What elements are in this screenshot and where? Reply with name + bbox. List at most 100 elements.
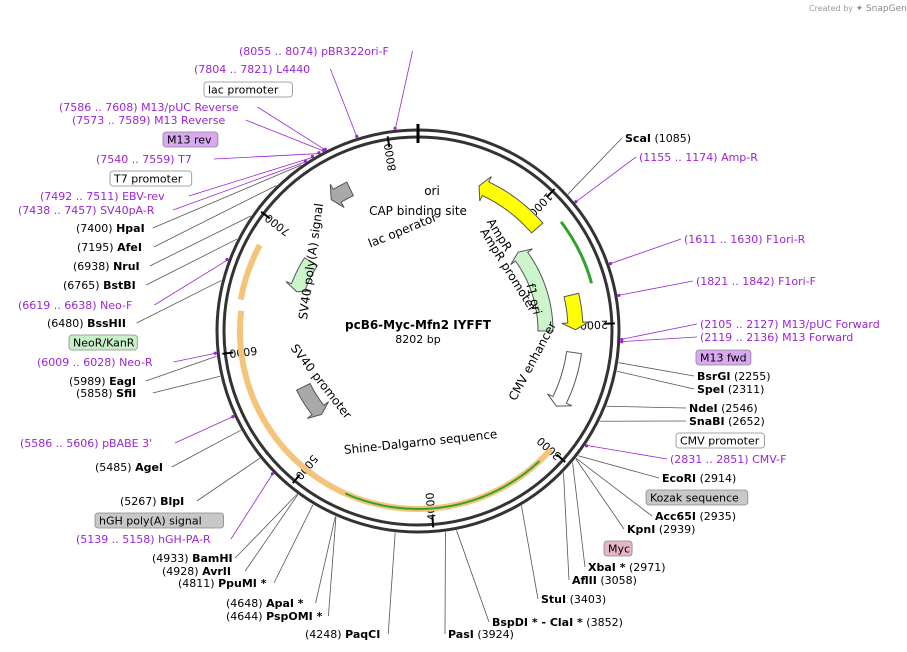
inner-label-shine-dalgarno-sequence: Shine-Dalgarno sequence xyxy=(343,427,498,457)
site-leader-xbai xyxy=(572,462,586,568)
mfn2-cds-arrow xyxy=(344,460,541,510)
site-leader-bsrgi xyxy=(618,362,695,377)
site-label-ecori: EcoRI (2914) xyxy=(662,472,736,485)
primer-label-cmv-f: (2831 .. 2851) CMV-F xyxy=(670,453,786,466)
feature-box-neor-kanr xyxy=(68,334,138,351)
feature-box-label-lac-promoter: lac promoter xyxy=(208,84,279,97)
primer-leader-m13-reverse xyxy=(245,119,325,152)
site-label-ppumi: (4811) PpuMI * xyxy=(178,577,267,590)
site-leader-bamhi xyxy=(234,493,298,559)
site-leader-avrii xyxy=(244,494,299,572)
tick-mark-8000 xyxy=(386,136,391,148)
snapgene-logo: ✦ SnapGene xyxy=(856,4,907,14)
primer-site-ebv-rev xyxy=(310,154,315,159)
site-label-sfii: (5858) SfiI xyxy=(76,387,136,400)
feature-box-m13-rev xyxy=(162,131,219,148)
site-leader-spei xyxy=(616,370,695,390)
site-label-eagi: (5989) EagI xyxy=(69,375,136,388)
primer-site-cmv-f xyxy=(585,444,589,448)
primer-site-neo-r xyxy=(213,351,217,355)
tick-mark-5000 xyxy=(292,473,301,484)
primer-leader-neo-r xyxy=(173,352,217,363)
site-leader-acc65i xyxy=(575,457,653,517)
tick-mark-3000 xyxy=(556,453,566,463)
site-label-kpni: KpnI (2939) xyxy=(627,523,695,536)
site-label-snabi: SnaBI (2652) xyxy=(689,415,765,428)
site-label-aflii: AflII (3058) xyxy=(572,574,637,587)
site-label-bsrgi: BsrGI (2255) xyxy=(697,370,771,383)
f1-ori-feature xyxy=(561,292,590,331)
tick-label-2000: 2000 xyxy=(580,318,608,332)
primer-label-sv40pa-r: (7438 .. 7457) SV40pA-R xyxy=(18,204,155,217)
neokan-orf-arc xyxy=(237,243,263,301)
site-label-bspdi-clai: BspDI * - ClaI * (3852) xyxy=(492,616,623,629)
primer-site-pbabe-3 xyxy=(231,415,235,419)
site-leader-bspdi-clai xyxy=(456,530,490,623)
site-label-stui: StuI (3403) xyxy=(541,593,606,606)
inner-label-cap-binding-site: CAP binding site xyxy=(369,204,467,218)
primer-label-ebv-rev: (7492 .. 7511) EBV-rev xyxy=(40,190,165,203)
primer-site-neo-f xyxy=(225,257,229,262)
primer-leader-cmv-f xyxy=(585,444,668,460)
primer-site-m13-puc-reverse xyxy=(323,147,327,151)
tick-mark-6000 xyxy=(222,351,234,355)
primer-label-pbr322ori-f: (8055 .. 8074) pBR322ori-F xyxy=(239,45,389,58)
site-leader-afei xyxy=(153,185,277,248)
site-label-afei: (7195) AfeI xyxy=(77,241,142,254)
site-label-bamhi: (4933) BamHI xyxy=(152,552,233,565)
site-leader-bsshii xyxy=(136,280,222,324)
ampr-feature xyxy=(510,248,554,332)
site-leader-aflii xyxy=(563,472,570,581)
site-leader-stui xyxy=(521,505,539,600)
site-label-pasi: PasI (3924) xyxy=(448,628,514,641)
site-label-apai: (4648) ApaI * xyxy=(226,597,304,610)
primer-label-neo-r: (6009 .. 6028) Neo-R xyxy=(37,356,153,369)
primer-label-pbabe-3: (5586 .. 5606) pBABE 3' xyxy=(20,437,152,450)
primer-label-f1ori-r: (1611 .. 1630) F1ori-R xyxy=(684,233,806,246)
primer-leader-l4440 xyxy=(330,68,358,138)
site-leader-nrui xyxy=(149,215,251,267)
ori-feature xyxy=(478,176,544,234)
site-label-blpi: (5267) BlpI xyxy=(120,495,184,508)
site-label-nrui: (6938) NruI xyxy=(73,260,140,273)
tick-mark-1000 xyxy=(546,188,556,198)
primer-site-m13-forward xyxy=(620,340,624,344)
site-leader-kpni xyxy=(575,458,625,530)
primer-leader-m13-puc-forward xyxy=(620,323,698,340)
feature-box-lac-promoter xyxy=(203,81,293,98)
feature-box-label-t7-promoter: T7 promoter xyxy=(113,173,183,186)
site-leader-blpi xyxy=(196,457,261,502)
primer-site-f1ori-r xyxy=(608,262,613,266)
primer-leader-hgh-pa-r xyxy=(230,472,274,540)
primer-leader-f1ori-f xyxy=(617,280,694,296)
primer-label-neo-f: (6619 .. 6638) Neo-F xyxy=(18,299,132,312)
site-label-paqci: (4248) PaqCI xyxy=(305,628,380,641)
feature-box-t7-promoter xyxy=(109,170,193,187)
site-leader-hpai xyxy=(152,164,302,229)
primer-label-m13-reverse: (7573 .. 7589) M13 Reverse xyxy=(72,114,225,127)
feature-box-label-kozak-sequence: Kozak sequence xyxy=(650,492,739,505)
feature-box-label-hgh-poly-a-signal: hGH poly(A) signal xyxy=(99,515,202,528)
site-label-xbai: XbaI * (2971) xyxy=(588,561,666,574)
feature-box-cmv-promoter xyxy=(675,432,765,449)
plasmid-length: 8202 bp xyxy=(395,333,440,346)
primer-label-t7: (7540 .. 7559) T7 xyxy=(96,153,192,166)
neokan-feature xyxy=(285,257,318,293)
site-leader-scai xyxy=(567,137,623,195)
inner-label-cmv-enhancer: CMV enhancer xyxy=(506,319,559,403)
inner-label-ori: ori xyxy=(424,184,440,198)
site-label-avrii: (4928) AvrII xyxy=(162,565,231,578)
primer-site-l4440 xyxy=(355,134,359,139)
primer-label-m13-puc-reverse: (7586 .. 7608) M13/pUC Reverse xyxy=(59,101,239,114)
cmv-enhancer-feature xyxy=(547,350,583,407)
feature-box-kozak-sequence xyxy=(645,489,749,506)
primer-site-t7 xyxy=(317,151,321,155)
primer-site-amp-r xyxy=(574,200,578,204)
plasmid-name: pcB6-Myc-Mfn2 IYFFT xyxy=(345,318,492,332)
primer-leader-neo-f xyxy=(154,259,229,306)
primer-leader-m13-forward xyxy=(620,336,698,343)
primer-label-m13-forward: (2119 .. 2136) M13 Forward xyxy=(700,331,853,344)
primer-leader-sv40pa-r xyxy=(172,161,306,211)
